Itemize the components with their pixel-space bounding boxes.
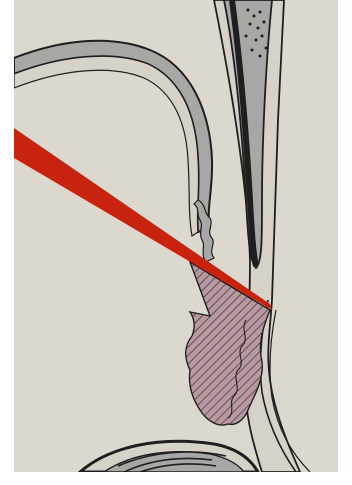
illustration-figure [0,0,352,485]
illustration-svg [0,0,352,485]
